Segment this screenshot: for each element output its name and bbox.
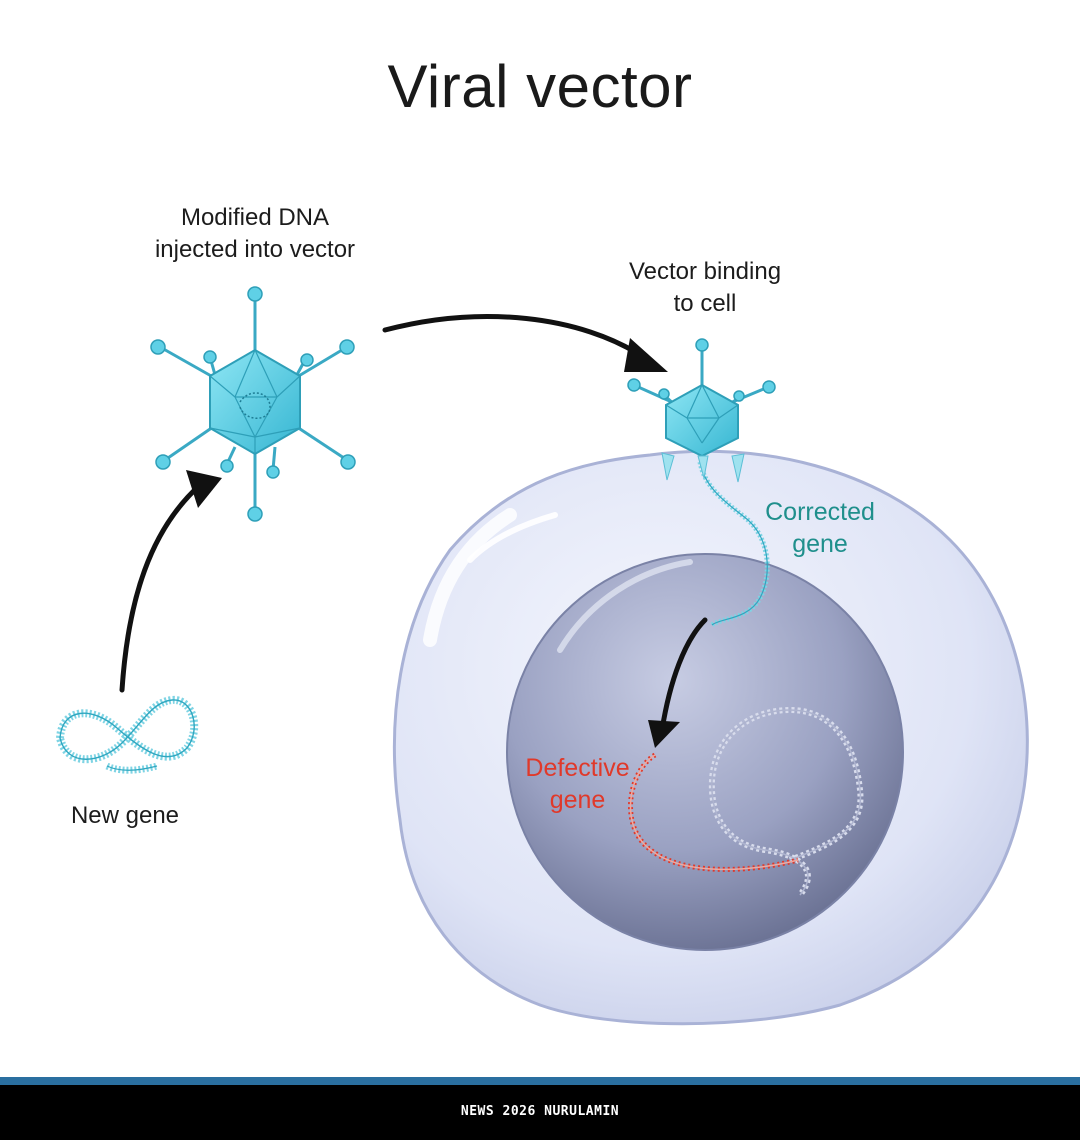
label-modified-dna-line2: injected into vector (154, 236, 356, 263)
viral-vector-binding (627, 338, 776, 483)
label-new-gene: New gene (70, 802, 180, 829)
label-corrected-gene-line1: Corrected (765, 498, 875, 526)
label-corrected-gene-line2: gene (792, 530, 848, 558)
arrow-gene-to-vector (119, 482, 203, 693)
label-vector-binding: Vector binding to cell (590, 256, 820, 320)
footer-stripe (0, 1077, 1080, 1085)
label-defective-gene-line1: Defective (525, 754, 630, 782)
cell-highlight (423, 508, 517, 647)
viral-vector-diagram (55, 286, 1029, 1026)
arrow-into-nucleus (659, 617, 708, 733)
label-modified-dna: Modified DNA injected into vector (130, 202, 380, 266)
label-modified-dna-line1: Modified DNA (180, 204, 330, 231)
label-vector-binding-line2: to cell (673, 290, 737, 317)
label-vector-binding-line1: Vector binding (628, 258, 782, 285)
new-gene-dna (55, 696, 199, 774)
nucleus (506, 553, 904, 951)
label-defective-gene-line2: gene (549, 786, 606, 814)
viral-vector-modified (150, 286, 356, 522)
host-dna (708, 706, 864, 897)
footer-text: NEWS 2026 NURULAMIN (460, 1104, 620, 1119)
arrows (119, 314, 708, 733)
corrected-gene-strand (697, 461, 770, 628)
footer-bar (0, 1085, 1080, 1140)
arrow-vector-to-cell (382, 314, 648, 361)
defective-gene-strand (628, 752, 799, 872)
label-corrected-gene: Corrected gene (740, 496, 900, 560)
arrowheads (186, 338, 680, 748)
label-defective-gene: Defective gene (505, 752, 650, 816)
diagram-title: Viral vector (387, 53, 693, 120)
